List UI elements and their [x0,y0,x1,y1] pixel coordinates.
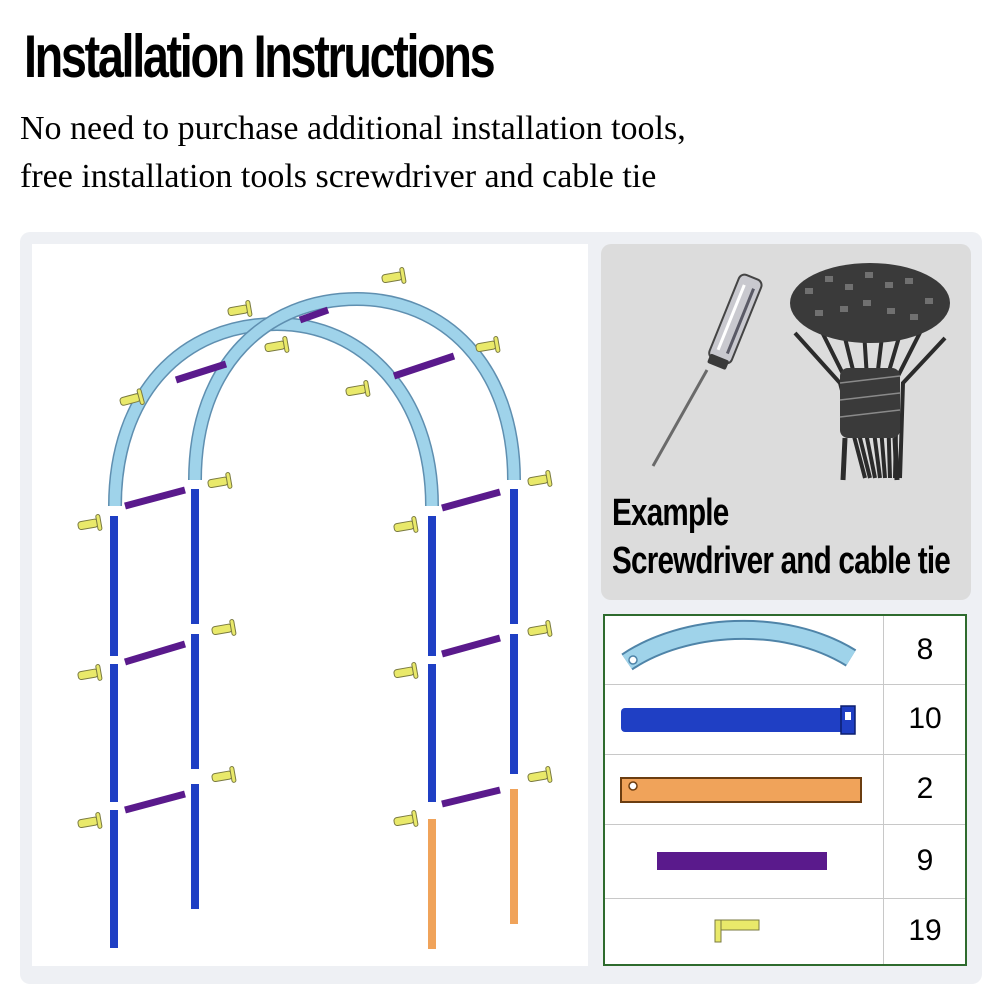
page-title: Installation Instructions [24,23,496,90]
parts-row: 2 [605,754,965,825]
parts-row: 10 [605,684,965,755]
quantity-cell: 10 [883,684,966,754]
parts-row: 8 [605,616,965,685]
purple-cross-bar-icon [657,852,827,870]
quantity-cell: 9 [883,824,966,898]
subtitle-line-1: No need to purchase additional installat… [20,110,686,147]
blue-straight-tube-icon [621,705,856,735]
orange-base-stake-icon [620,777,862,803]
cross-bars [123,306,501,814]
tools-caption-example: Example [612,492,729,534]
assembly-diagram-panel [32,244,588,966]
parts-row: 19 [605,898,965,964]
quantity-cell: 8 [883,616,966,684]
subtitle-line-2: free installation tools screwdriver and … [20,158,657,195]
quantity-cell: 19 [883,898,966,964]
cable-tie-bundle-icon [790,263,950,481]
curved-arch-tube-icon [621,619,857,671]
arch-assembly-diagram [76,266,553,949]
front-arch [108,317,439,949]
parts-row: 9 [605,824,965,899]
screwdriver-icon [651,273,763,467]
quantity-cell: 2 [883,754,966,824]
back-arch [188,292,521,924]
yellow-screw-icon [714,919,760,943]
tools-caption-items: Screwdriver and cable tie [612,540,951,582]
parts-list-table: 8 10 2 9 19 [603,614,967,966]
